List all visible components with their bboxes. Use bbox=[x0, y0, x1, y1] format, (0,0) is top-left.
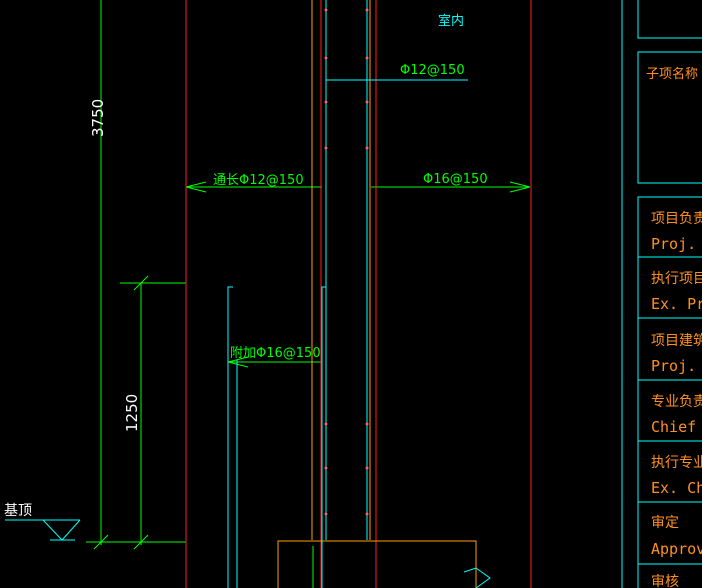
tb-row-en: Ex. Chi bbox=[651, 479, 702, 497]
foundation-top-label: 基顶 bbox=[4, 502, 32, 519]
rebar-dots bbox=[324, 8, 369, 516]
subproject-label: 子项名称 bbox=[646, 66, 698, 82]
rebar-dot bbox=[365, 422, 369, 426]
arrow-icon bbox=[509, 181, 531, 193]
rebar-dot bbox=[365, 100, 369, 104]
arrow-heads bbox=[185, 181, 531, 368]
dim-tick bbox=[93, 534, 109, 550]
rebar-dot bbox=[324, 100, 328, 104]
dimension-lines bbox=[86, 0, 530, 588]
bar-label-right: Φ16@150 bbox=[423, 172, 488, 187]
tb-row-en: Proj. M bbox=[651, 235, 702, 253]
rebar-dot bbox=[324, 512, 328, 516]
rebar-lines bbox=[277, 0, 477, 588]
bar-label-top: Φ12@150 bbox=[400, 63, 465, 78]
wall-lines bbox=[185, 0, 532, 588]
title-block-frame bbox=[637, 0, 702, 588]
drawing-text: 室内 3750 1250 Φ12@150 通长Φ12@150 Φ16@150 附… bbox=[4, 13, 488, 519]
title-block-subproject-box bbox=[637, 51, 702, 184]
room-label: 室内 bbox=[438, 13, 464, 29]
rebar-dot bbox=[324, 56, 328, 60]
footing-outline bbox=[277, 540, 477, 588]
added-bar-left bbox=[227, 286, 233, 588]
cyan-lines bbox=[5, 0, 623, 588]
title-block-box-top bbox=[637, 0, 702, 39]
dim-lower-label: 1250 bbox=[123, 394, 141, 432]
rebar-dot bbox=[365, 512, 369, 516]
title-block-text: 子项名称 项目负责 Proj. M 执行项目的 Ex. Proj 项目建筑 Pr… bbox=[646, 66, 702, 588]
tb-row-zh: 审核 bbox=[651, 574, 679, 588]
tb-row-zh: 执行专业负 bbox=[651, 455, 702, 471]
foundation-symbol-icon bbox=[42, 519, 81, 541]
bar-label-left: 通长Φ12@150 bbox=[213, 173, 304, 188]
tb-row-en: Proj. A bbox=[651, 357, 702, 375]
tb-row-en: Approv bbox=[651, 540, 702, 558]
rebar-dot bbox=[365, 146, 369, 150]
dim-tick bbox=[133, 275, 149, 291]
dim-upper-label: 3750 bbox=[89, 99, 107, 137]
tb-row-zh: 执行项目的 bbox=[651, 271, 702, 287]
rebar-dot bbox=[324, 8, 328, 12]
rebar-dot bbox=[365, 56, 369, 60]
rebar-dot bbox=[324, 466, 328, 470]
dim-tick bbox=[133, 534, 149, 550]
tb-row-en: Chief bbox=[651, 418, 696, 436]
tb-row-zh: 项目建筑 bbox=[651, 333, 702, 349]
rebar-dot bbox=[324, 422, 328, 426]
break-mark-icon bbox=[463, 567, 491, 588]
tb-row-zh: 专业负责 bbox=[651, 394, 702, 410]
tb-row-zh: 项目负责 bbox=[651, 211, 702, 227]
rebar-dot bbox=[365, 466, 369, 470]
title-block-signatures bbox=[637, 196, 702, 588]
rebar-dot bbox=[365, 8, 369, 12]
tb-row-en: Ex. Proj bbox=[651, 295, 702, 313]
bar-label-added: 附加Φ16@150 bbox=[230, 346, 321, 361]
tb-row-zh: 审定 bbox=[651, 515, 679, 531]
added-bar-right bbox=[321, 286, 326, 588]
rebar-dot bbox=[324, 146, 328, 150]
